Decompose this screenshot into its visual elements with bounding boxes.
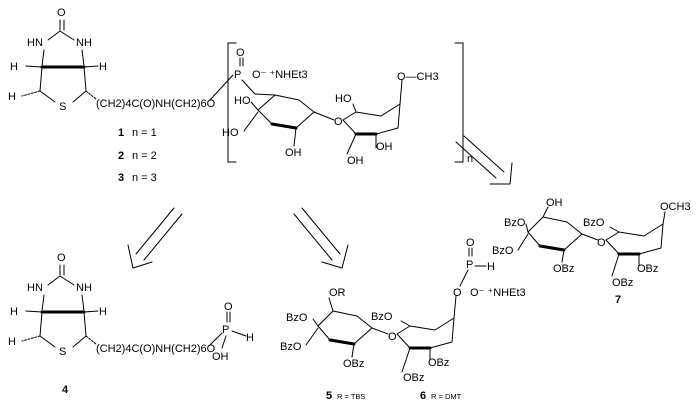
compound-4-number: 4 — [62, 384, 69, 396]
repeat-n: n — [467, 153, 473, 165]
biotin-h-ring-left: H — [8, 91, 16, 103]
c4-sulfur: S — [59, 346, 66, 358]
c56-bz-6: OBz — [428, 357, 449, 369]
c7-bz-5: OBz — [637, 263, 658, 275]
c7-oh: OH — [546, 197, 563, 209]
c56-bz-2: BzO — [280, 341, 302, 353]
retro-arrow-to-7 — [455, 135, 513, 185]
phosphate-top-counterion: O⁻ ⁺NHEt3 — [252, 69, 308, 81]
disaccharide-top: HO HO OH O HO OH OH O—CH3 — [222, 71, 439, 167]
compound-labels-1-3: 1 n = 1 2 n = 2 3 n = 3 — [118, 127, 157, 184]
c7-methoxy: OCH3 — [660, 201, 691, 213]
compound-7-number: 7 — [615, 294, 621, 306]
c56-bz-5-o: O — [453, 287, 462, 299]
c4-h-left: H — [10, 306, 18, 318]
sugar-top-glyco-o: O — [334, 116, 343, 128]
c56-bz-7: OBz — [403, 372, 424, 384]
retro-arrow-to-4 — [127, 207, 183, 269]
biotin-nh-left: HN — [27, 37, 43, 49]
c56-bz-4: OBz — [343, 358, 364, 370]
c7-bz-4: BzO — [583, 217, 605, 229]
sugar-top-ho-3: HO — [335, 93, 352, 105]
biotin-unit-top: O HN NH H H S H (CH2)4C(O)NH(CH2)6O — [8, 7, 216, 113]
c4-h-ring-left: H — [8, 336, 16, 348]
phosphate-top-p: P — [234, 69, 241, 81]
sugar-top-oh-1: OH — [285, 147, 302, 159]
retro-arrow-to-5-6 — [293, 207, 349, 269]
c56-bz-1: BzO — [286, 312, 308, 324]
compound-1-number: 1 — [118, 127, 124, 139]
biotin-nh-right: NH — [76, 37, 92, 49]
biotin-h-left: H — [10, 61, 18, 73]
c7-bz-3: OBz — [553, 263, 574, 275]
repeat-bracket: n — [227, 42, 473, 165]
c4-linker: (CH2)4C(O)NH(CH2)6O — [96, 343, 216, 355]
sugar-top-oh-2: OH — [376, 141, 393, 153]
compound-5-6: OR BzO BzO OBz O BzO OBz OBz O P O H O⁻ … — [280, 237, 526, 402]
c7-bz-6: OBz — [612, 277, 633, 289]
sugar-top-oh-3: OH — [347, 155, 364, 167]
c56-glyco-o: O — [388, 331, 397, 343]
c4-oh: OH — [212, 351, 229, 363]
c4-h-right: H — [99, 306, 107, 318]
c4-o: O — [224, 301, 233, 313]
c7-bz-1: BzO — [504, 217, 526, 229]
phosphate-top-o: O — [236, 47, 245, 59]
compound-2-number: 2 — [118, 150, 124, 162]
phosphate-top: P O O⁻ ⁺NHEt3 — [209, 47, 308, 101]
compound-7: OH BzO BzO OBz O BzO OBz OBz OCH3 7 — [492, 197, 691, 306]
compound-4: O HN NH H H S H (CH2)4C(O)NH(CH2)6O P O … — [8, 252, 254, 396]
compound-5-number: 5 — [326, 390, 332, 402]
c56-p-h: H — [487, 261, 495, 273]
c7-bz-2: BzO — [492, 245, 514, 257]
sugar-top-ho-2: HO — [222, 127, 239, 139]
compound-3-condition: n = 3 — [132, 172, 157, 184]
sugar-top-methoxy: O—CH3 — [397, 71, 439, 83]
compound-5-condition: R = TBS — [337, 392, 365, 401]
biotin-h-right: H — [99, 61, 107, 73]
compound-2-condition: n = 2 — [132, 150, 157, 162]
c4-p: P — [222, 324, 229, 336]
biotin-top-linker: (CH2)4C(O)NH(CH2)6O — [96, 98, 216, 110]
c56-p: P — [466, 259, 473, 271]
compound-6-number: 6 — [420, 390, 426, 402]
biotin-sulfur: S — [59, 101, 66, 113]
c56-p-counterion: O⁻ ⁺NHEt3 — [470, 287, 526, 299]
compound-6-condition: R = DMT — [431, 392, 462, 401]
compound-1-condition: n = 1 — [132, 127, 157, 139]
c4-nh-right: NH — [76, 282, 92, 294]
retrosynthesis-arrows — [127, 135, 513, 269]
biotin-carbonyl-o: O — [57, 7, 66, 19]
c4-carbonyl-o: O — [57, 252, 66, 264]
sugar-top-ho-1: HO — [234, 95, 251, 107]
c4-h: H — [246, 332, 254, 344]
c56-bz-3: BzO — [371, 311, 393, 323]
c4-nh-left: HN — [27, 282, 43, 294]
c56-p-o: O — [466, 237, 475, 249]
c56-or: OR — [329, 287, 346, 299]
c7-glyco-o: O — [597, 237, 606, 249]
compound-3-number: 3 — [118, 172, 124, 184]
